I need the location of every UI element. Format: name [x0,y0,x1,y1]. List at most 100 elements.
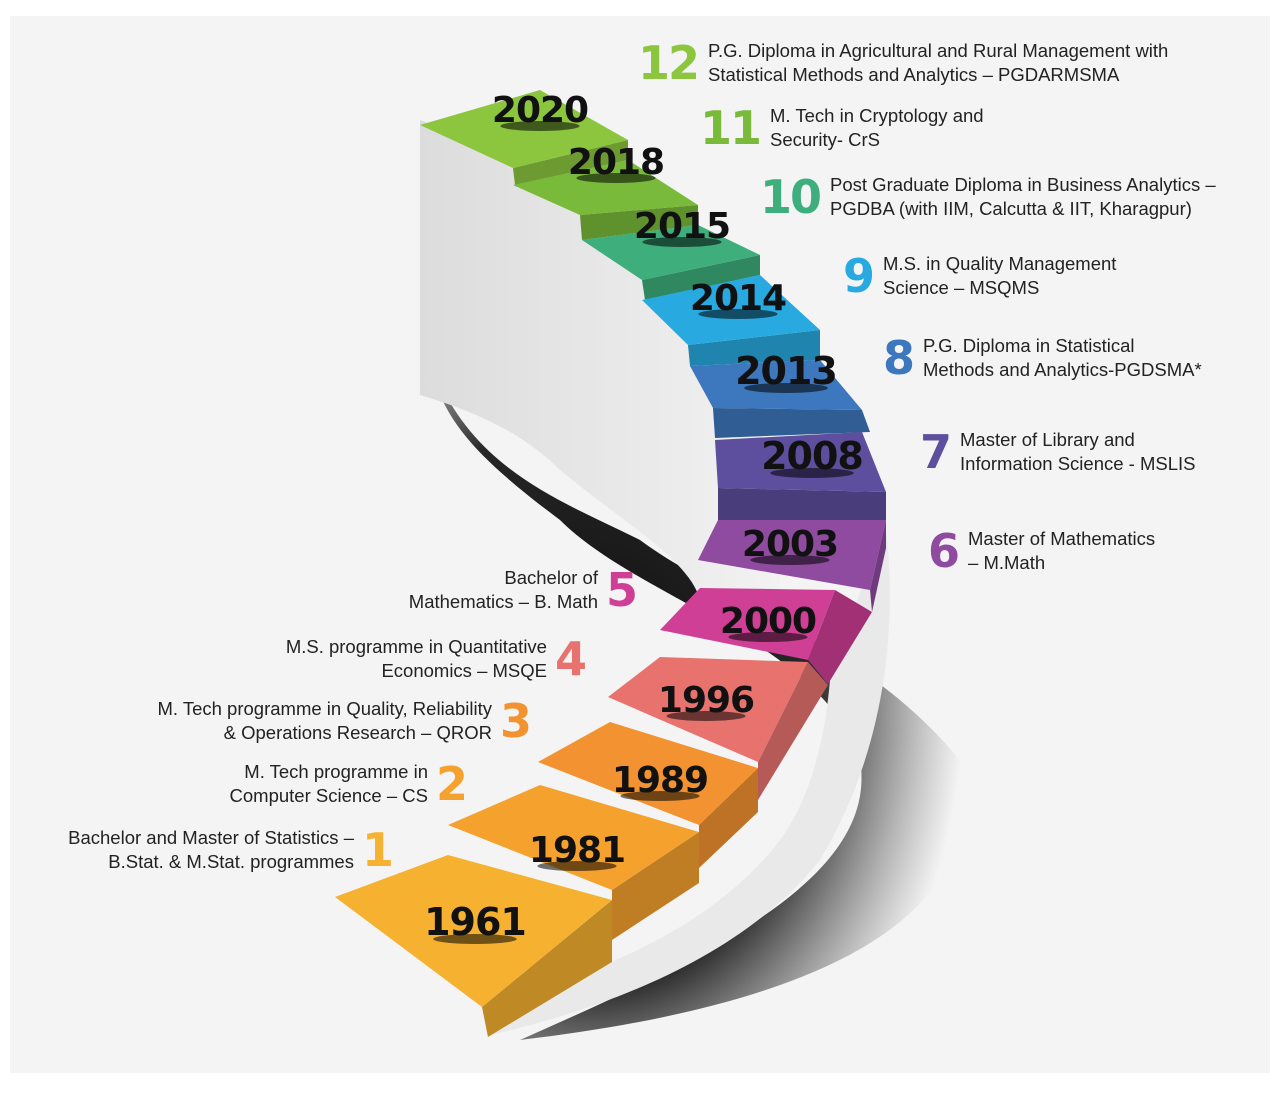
year-shadow-1981 [537,861,617,871]
year-shadow-2020 [500,121,580,131]
milestone-number: 12 [638,36,700,90]
step-top-2015 [582,225,760,280]
year-shadow-2015 [642,237,722,247]
step-top-1989 [538,722,758,825]
step-top-1996 [608,657,808,762]
milestone-number: 1 [361,823,394,877]
step-top-2008 [715,432,886,492]
step-year-label: 1981 [529,830,625,871]
staircase-shadow [430,360,965,1040]
milestone-10: 10 Post Graduate Diploma in Business Anal… [760,173,1216,221]
step-riser-2018 [580,205,698,240]
step-year-label: 1961 [424,900,526,944]
milestone-number: 10 [760,170,822,224]
description-line: M.S. programme in Quantitative [285,636,547,657]
step-riser-2013 [713,408,870,438]
year-shadow-2018 [576,173,656,183]
step-top-2003 [698,520,886,590]
step-riser-2014 [688,330,820,366]
step-year-label: 2014 [690,278,786,319]
description-line: Science – MSQMS [883,277,1040,298]
step-top-2018 [513,160,698,215]
description-line: P.G. Diploma in Agricultural and Rural M… [708,40,1169,61]
year-shadow-2013 [744,383,828,393]
description-line: M. Tech in Cryptology and [770,105,984,126]
step-riser-2020 [513,140,628,185]
year-shadow-2014 [698,309,778,319]
milestone-number: 3 [499,694,532,748]
description-line: & Operations Research – QROR [223,722,492,743]
milestone-number: 11 [700,101,762,155]
step-riser-1961 [482,900,612,1037]
milestone-1: Bachelor and Master of Statistics –B.Sta… [68,823,394,877]
year-shadow-2000 [728,632,808,642]
years-group: 1961198119891996200020032008201320142015… [424,90,864,944]
milestone-number: 5 [605,563,638,617]
step-riser-2000 [808,590,872,684]
milestone-3: M. Tech programme in Quality, Reliabilit… [157,694,532,748]
step-year-label: 2013 [735,349,837,393]
milestone-number: 6 [928,524,960,578]
staircase-outer-wall [480,520,890,1035]
description-line: Master of Library and [960,429,1135,450]
description-line: M.S. in Quality Management [883,253,1117,274]
year-shadow-2008 [770,468,854,478]
description-line: Statistical Methods and Analytics – PGDA… [708,64,1120,85]
milestone-number: 9 [843,249,875,303]
step-year-label: 2008 [761,434,863,478]
description-line: Bachelor and Master of Statistics – [68,827,354,848]
step-top-1961 [335,855,612,1007]
step-riser-2015 [642,255,760,300]
milestone-description: M. Tech programme in Quality, Reliabilit… [157,697,492,745]
description-line: Information Science - MSLIS [960,453,1196,474]
year-shadow-1996 [666,711,746,721]
year-shadow-2003 [750,555,830,565]
description-line: M. Tech programme in [244,761,428,782]
step-riser-1996 [758,662,828,800]
step-year-label: 2020 [492,90,588,131]
description-line: Post Graduate Diploma in Business Analyt… [830,174,1216,195]
description-line: Methods and Analytics-PGDSMA* [923,359,1202,380]
description-line: Computer Science – CS [229,785,428,806]
milestone-description: P.G. Diploma in Agricultural and Rural M… [708,39,1168,87]
description-line: M. Tech programme in Quality, Reliabilit… [157,698,492,719]
milestone-description: M. Tech programme in Computer Science – C… [230,760,428,808]
step-riser-1981 [612,832,699,940]
milestone-number: 8 [883,331,915,385]
description-line: Economics – MSQE [381,660,547,681]
step-riser-1989 [699,768,758,868]
step-top-2000 [660,588,835,660]
milestone-number: 4 [554,632,587,686]
step-year-label: 2000 [720,601,816,642]
year-shadow-1989 [620,791,700,801]
milestone-description: Bachelor and Master of Statistics –B.Sta… [68,826,354,874]
step-year-label: 1989 [612,760,708,801]
step-riser-2008 [718,488,886,520]
description-line: PGDBA (with IIM, Calcutta & IIT, Kharagp… [830,198,1192,219]
year-shadow-1961 [433,934,517,944]
description-line: Mathematics – B. Math [408,591,598,612]
milestone-5: Bachelor of Mathematics – B. Math 5 [408,563,638,617]
step-year-label: 1996 [658,680,754,721]
milestone-12: 12 P.G. Diploma in Agricultural and Rural… [638,39,1168,87]
description-line: Security- CrS [770,129,881,150]
milestone-description: Post Graduate Diploma in Business Analyt… [830,173,1216,221]
milestone-description: Master of Mathematics– M.Math [968,527,1155,575]
step-year-label: 2003 [742,524,838,565]
milestone-number: 2 [435,757,468,811]
description-line: P.G. Diploma in Statistical [923,335,1135,356]
description-line: Bachelor of [504,567,598,588]
milestone-2: M. Tech programme in Computer Science – C… [230,757,468,811]
